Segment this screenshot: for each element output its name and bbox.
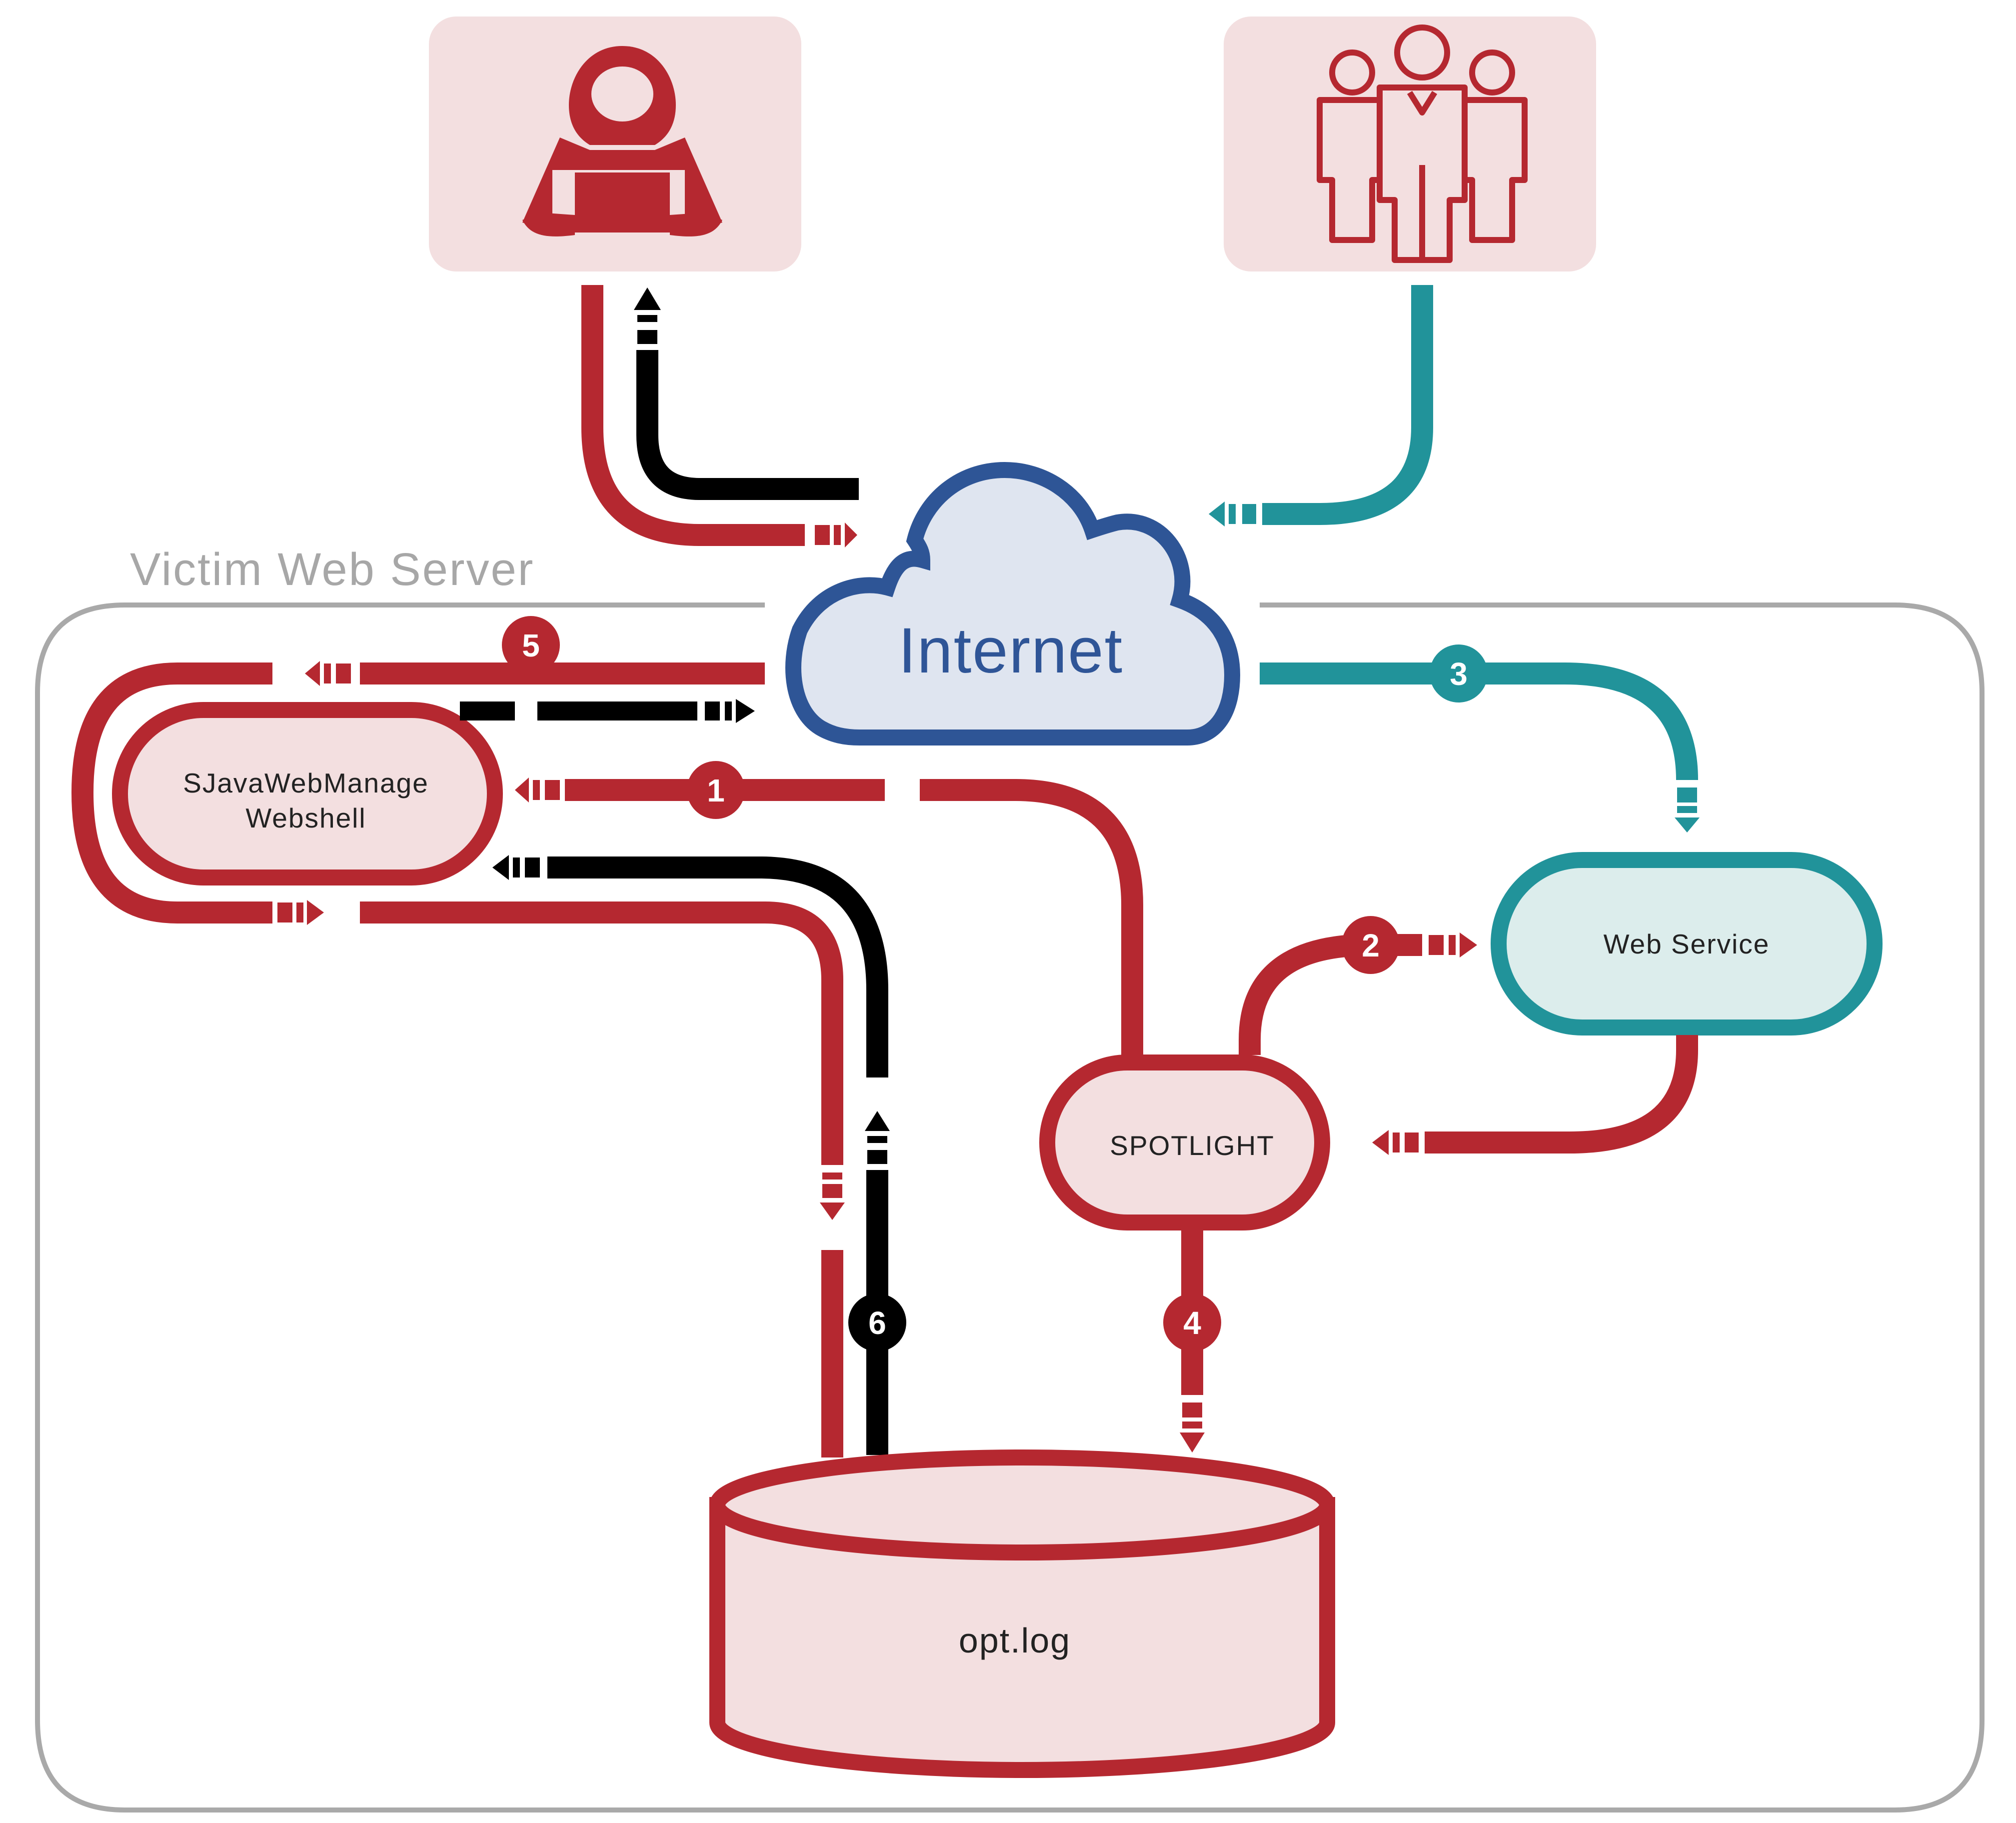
opt-log-database bbox=[709, 1450, 1335, 1778]
exfil-to-attacker-line bbox=[636, 350, 859, 500]
step-badge-1: 1 bbox=[687, 761, 745, 819]
step2-line bbox=[1239, 934, 1422, 1055]
internet-cloud bbox=[785, 462, 1241, 746]
webshell-to-log-arrowhead bbox=[820, 1172, 845, 1220]
hooded-hacker-icon bbox=[522, 46, 722, 238]
webshell-exfil-line bbox=[460, 699, 755, 723]
spotlight-label: SPOTLIGHT bbox=[1110, 1130, 1275, 1161]
step6-upper-arrowhead bbox=[492, 855, 540, 880]
webshell-outer-loop-arrowhead bbox=[277, 900, 324, 925]
group-of-users-icon bbox=[1317, 24, 1528, 263]
spotlight-node bbox=[1039, 1054, 1330, 1230]
step1-line bbox=[920, 779, 1143, 1055]
step-badge-3: 3 bbox=[1430, 644, 1488, 702]
webshell-label-line2: Webshell bbox=[245, 802, 366, 834]
step3-arrowhead bbox=[1675, 788, 1700, 832]
svg-text:1: 1 bbox=[707, 772, 725, 808]
victim-server-boundary bbox=[35, 602, 1985, 1812]
webservice-to-spotlight-line bbox=[1425, 1035, 1698, 1154]
attacker-request-line bbox=[581, 285, 805, 546]
attacker-request-arrowhead bbox=[815, 522, 857, 548]
opt-log-label: opt.log bbox=[959, 1621, 1071, 1660]
step6-lower-arrowhead bbox=[865, 1111, 890, 1164]
step1-arrowhead bbox=[515, 778, 560, 802]
webshell-to-log-line bbox=[360, 902, 843, 1165]
users-traffic-arrowhead bbox=[1209, 502, 1256, 526]
exfil-to-attacker-arrowhead bbox=[634, 288, 661, 344]
step4-arrowhead bbox=[1180, 1402, 1205, 1452]
step6-upper-line bbox=[547, 856, 888, 1078]
svg-text:5: 5 bbox=[522, 628, 540, 664]
webshell-node bbox=[112, 702, 503, 886]
web-service-label: Web Service bbox=[1604, 928, 1770, 960]
svg-text:6: 6 bbox=[868, 1305, 886, 1341]
webservice-to-spotlight-arrowhead bbox=[1372, 1130, 1419, 1155]
users-traffic-line bbox=[1262, 285, 1433, 525]
victim-server-label: Victim Web Server bbox=[130, 544, 534, 595]
step-badge-2: 2 bbox=[1342, 916, 1400, 974]
internet-label: Internet bbox=[898, 615, 1123, 686]
step-badge-5: 5 bbox=[502, 616, 560, 674]
svg-text:2: 2 bbox=[1362, 928, 1380, 964]
step-badge-4: 4 bbox=[1163, 1294, 1221, 1352]
webshell-outer-loop bbox=[71, 662, 272, 924]
step5-arrowhead bbox=[305, 661, 351, 686]
svg-text:4: 4 bbox=[1183, 1305, 1201, 1341]
svg-text:3: 3 bbox=[1450, 656, 1468, 692]
step3-line bbox=[1260, 662, 1698, 780]
webshell-label-line1: SJavaWebManage bbox=[183, 768, 429, 798]
step-badge-6: 6 bbox=[848, 1294, 906, 1352]
step2-arrowhead bbox=[1429, 932, 1477, 958]
web-service-node bbox=[1491, 852, 1883, 1036]
